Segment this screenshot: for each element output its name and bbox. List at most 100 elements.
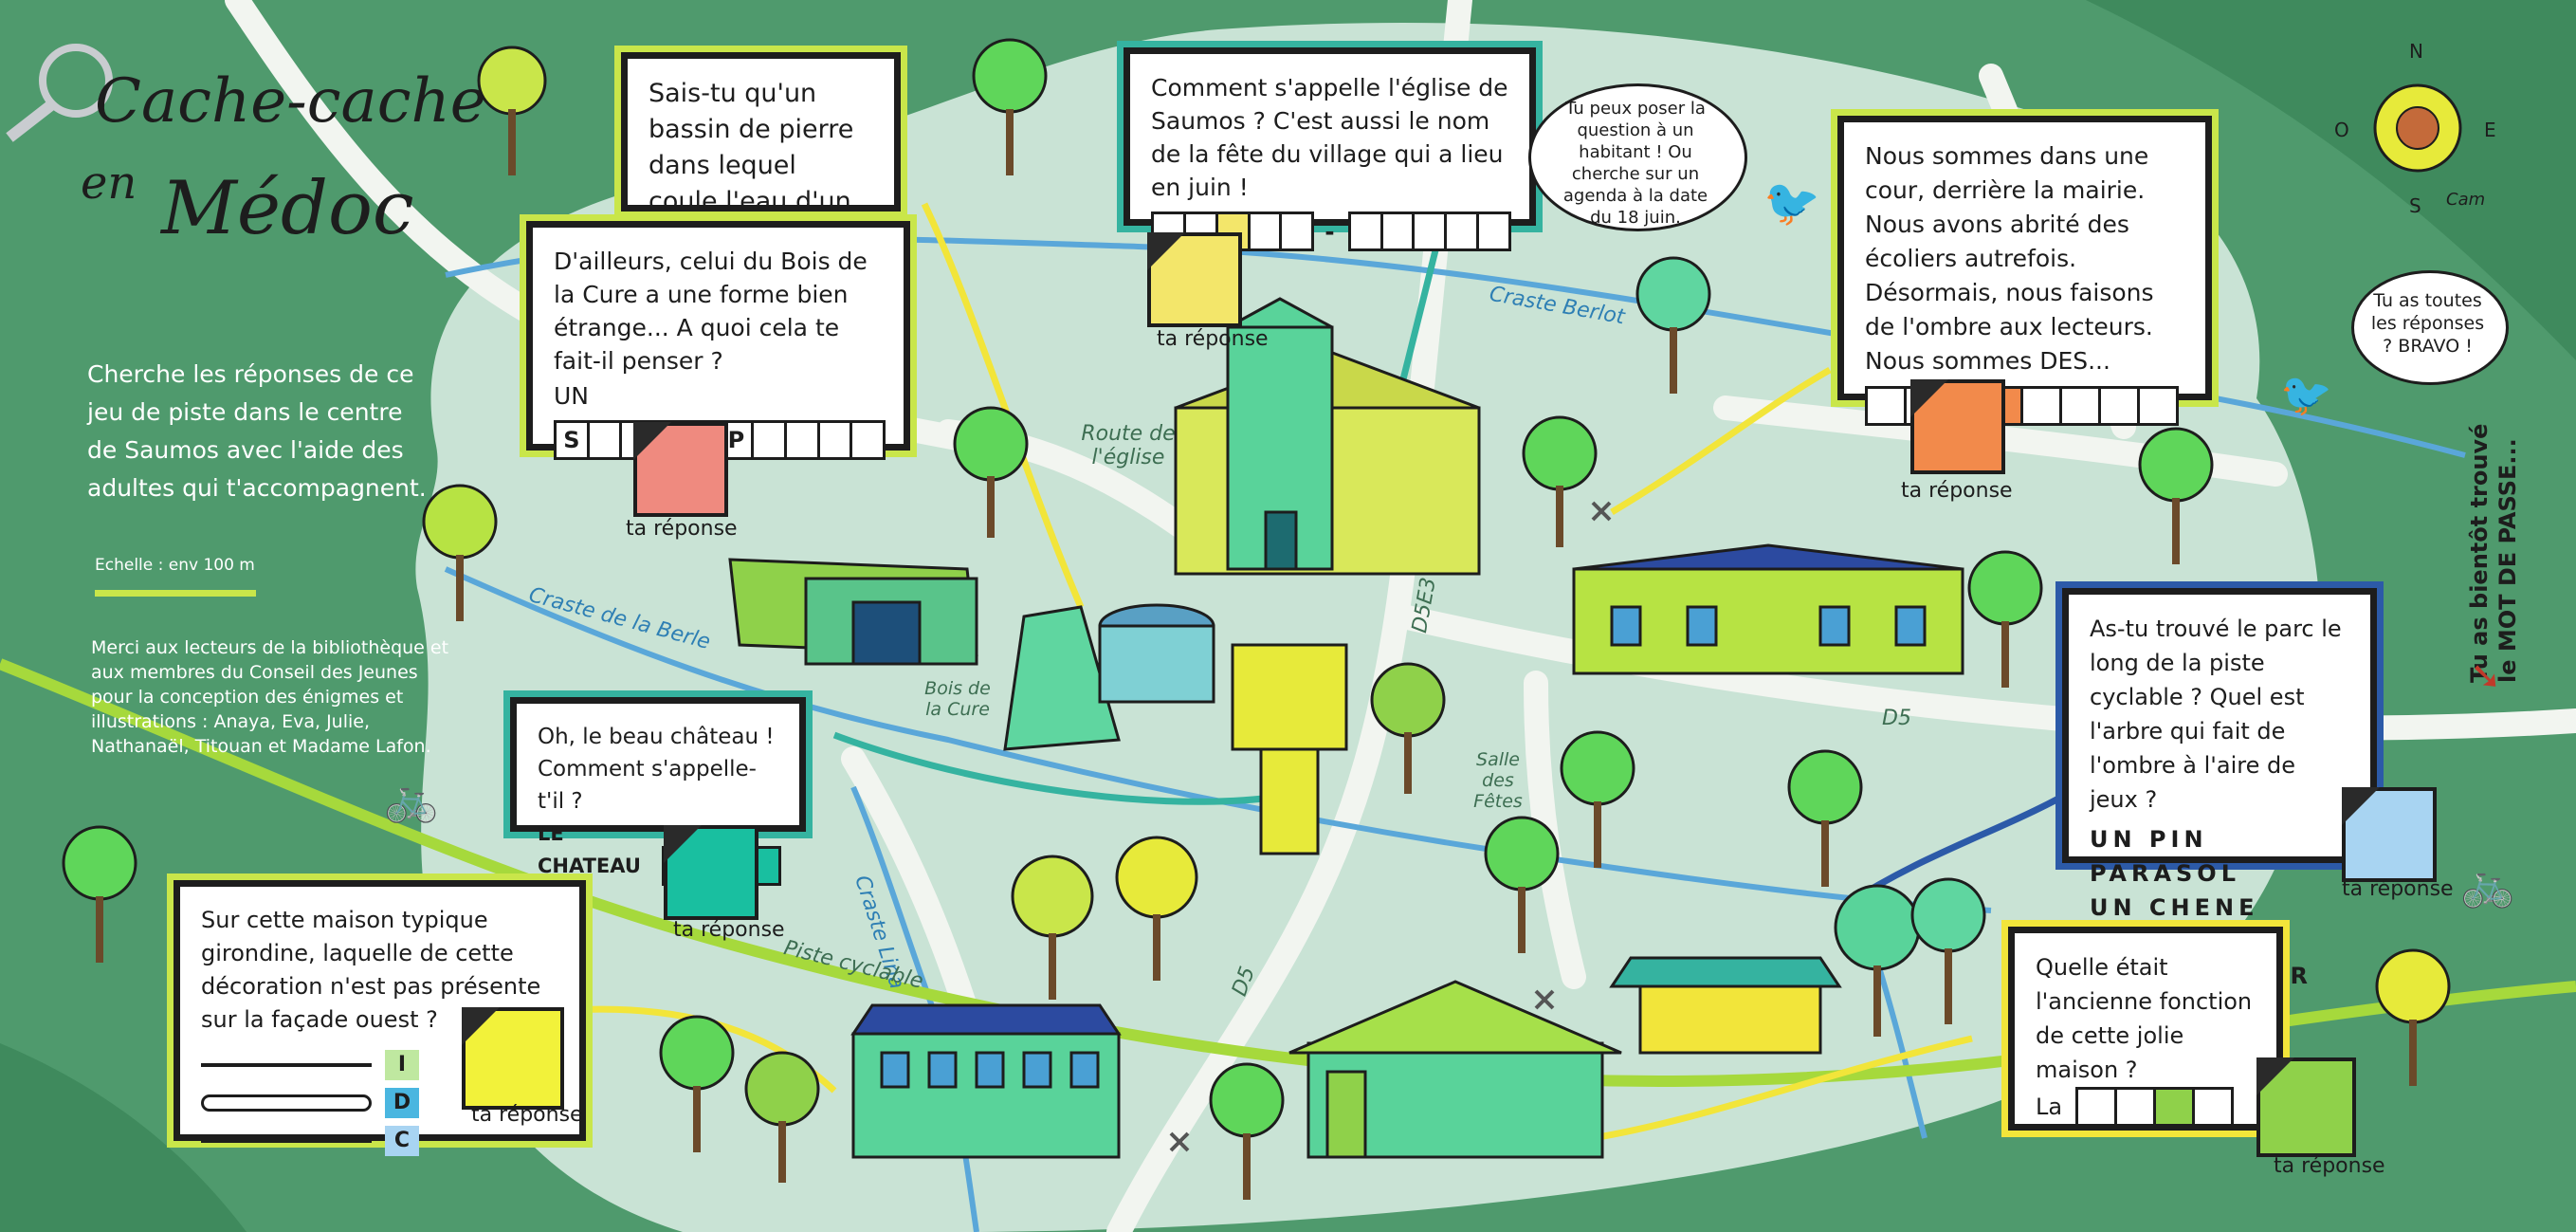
answer-label-arbre: ta réponse [2342,877,2454,901]
speech-bubble-bravo [2351,270,2509,385]
speech-bubble-habitant [1528,83,1747,231]
decoration-pattern-3-icon [201,1139,372,1143]
choice-d[interactable]: D [385,1088,419,1118]
option-pin-parasol[interactable]: UN PIN PARASOL [2090,826,2240,887]
tree-icon [1209,1062,1285,1200]
answer-label-bois: ta réponse [626,517,738,541]
riddle-bois-prefix: UN [554,382,589,410]
scale-bar [95,590,256,597]
tree-icon [422,484,498,621]
tree-icon [1115,836,1198,981]
riddle-fonction-text: Quelle était l'ancienne fonction de cett… [2036,954,2253,1083]
grid-cell[interactable] [1279,211,1315,251]
answer-square-bois[interactable] [633,422,728,517]
tree-icon [2138,427,2214,564]
tree-icon [953,406,1029,538]
riddle-chateau-text: Oh, le beau château ! Comment s'appelle-… [538,725,775,814]
riddle-eglise-text: Comment s'appelle l'église de Saumos ? C… [1151,74,1508,201]
grid-cell[interactable] [850,420,886,460]
cyclist-icon: 🚲 [384,773,439,824]
tree-icon [2375,948,2451,1086]
grid-cell[interactable] [1444,211,1480,251]
side-arrow-icon: ➘ [2470,654,2502,698]
riddle-timbre: Sais-tu qu'un bassin de pierre dans lequ… [621,52,901,288]
credits-text: Merci aux lecteurs de la bibliothèque et… [91,637,449,757]
grid-cell[interactable] [1347,211,1383,251]
grid-cell[interactable] [783,420,820,460]
riddle-arbre: As-tu trouvé le parc le long de la piste… [2062,588,2377,989]
tree-icon [1910,877,1986,1024]
label-salle-fetes: Salle des Fêtes [1473,749,1523,812]
grid-cell[interactable] [751,420,787,460]
riddle-eglise: Comment s'appelle l'église de Saumos ? C… [1124,47,1536,251]
answer-label-chateau: ta réponse [673,918,785,942]
mairie [1572,543,1964,675]
decoration-row-3: C [201,1126,558,1156]
riddle-bois-text: D'ailleurs, celui du Bois de la Cure a u… [554,248,868,375]
bubble-bravo-text: Tu as toutes les réponses ? BRAVO ! [2370,290,2485,357]
tree-icon [972,38,1048,175]
grid-cell[interactable] [2114,1087,2157,1127]
tree-icon [1635,256,1711,394]
option-chene[interactable]: UN CHENE [2090,894,2259,921]
tree-icon [1560,730,1635,868]
grid-cell[interactable] [2075,1087,2118,1127]
compass-s: S [2409,194,2421,217]
tree-icon [1967,550,2043,688]
grid-cell[interactable] [1865,386,1907,426]
answer-square-fonction[interactable] [2256,1057,2356,1157]
label-bois-cure: Bois de la Cure [924,678,991,720]
cyclist-icon: 🚲 [2460,858,2515,910]
bubble-habitant-text: Tu peux poser la question à un habitant … [1562,99,1708,228]
answer-label-eglise: ta réponse [1157,327,1269,351]
answer-square-maison[interactable] [462,1007,564,1110]
answer-square-cour[interactable] [1910,379,2005,474]
grid-cell[interactable] [1379,211,1416,251]
riddle-fonction-prefix: La [2036,1094,2063,1120]
maison-girondine [1288,980,1622,1159]
answer-label-maison: ta réponse [471,1103,583,1127]
decoration-row-2: D [201,1088,558,1118]
grid-cell[interactable] [1247,211,1283,251]
riddle-cour-text: Nous sommes dans une cour, derrière la m… [1865,142,2154,375]
grid-cell[interactable] [816,420,853,460]
grid-cell[interactable]: S [554,420,590,460]
title-line3: Médoc [161,166,414,251]
side-text-line1: Tu as bientôt trouvé [2466,423,2493,683]
grid-cell[interactable] [2020,386,2062,426]
decoration-pattern-1-icon [201,1063,372,1067]
answer-square-eglise[interactable] [1147,232,1242,327]
intro-text: Cherche les réponses de ce jeu de piste … [87,360,427,502]
answer-square-arbre[interactable] [2342,787,2437,882]
bird-icon: 🐦 [2280,371,2332,419]
water-tower [1231,643,1348,855]
tree-icon [1370,662,1446,794]
grid-cell-highlight[interactable] [2153,1087,2196,1127]
title-line1: Cache-cache [95,66,486,137]
grid-cell[interactable] [2137,386,2179,426]
answer-label-cour: ta réponse [1901,479,2013,503]
tree-icon [1787,749,1863,887]
tree-icon [744,1051,820,1183]
scale-label: Echelle : env 100 m [95,556,255,575]
grid-cell[interactable] [2098,386,2140,426]
barn [728,558,978,666]
side-text: Tu as bientôt trouvé le MOT DE PASSE... [2465,398,2550,683]
answer-grid-fonction [2075,1087,2235,1127]
tree-icon [659,1015,735,1152]
choice-c[interactable]: C [385,1126,419,1156]
grid-cell[interactable] [2192,1087,2235,1127]
riddle-fonction: Quelle était l'ancienne fonction de cett… [2008,927,2283,1131]
grid-cell[interactable] [1476,211,1511,251]
riddle-arbre-text: As-tu trouvé le parc le long de la piste… [2090,616,2342,813]
grid-cell[interactable] [1412,211,1448,251]
compass-signature: Cam [2446,190,2486,210]
grid-cell[interactable] [2059,386,2101,426]
label-d5-east: D5 [1882,707,1911,730]
answer-square-chateau[interactable] [664,825,758,920]
tree-icon [1522,415,1598,547]
choice-i[interactable]: I [385,1050,419,1080]
tree-icon [1484,816,1560,953]
grid-cell[interactable] [586,420,623,460]
